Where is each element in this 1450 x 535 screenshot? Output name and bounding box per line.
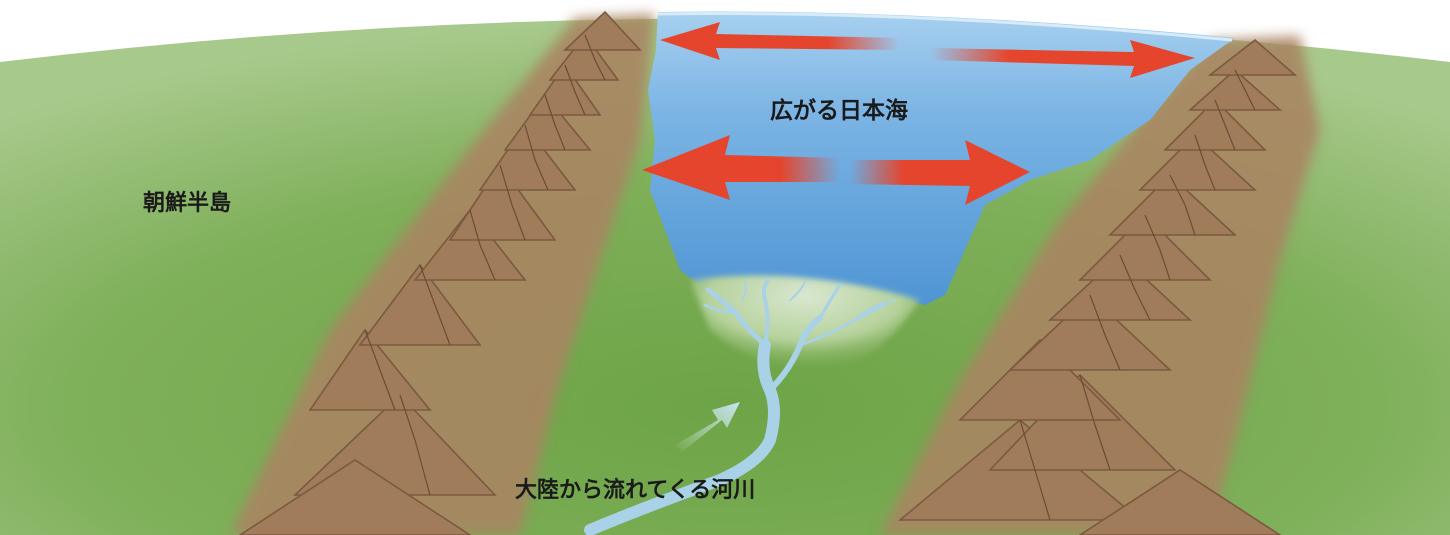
expansion-arrow-icon bbox=[660, 22, 1195, 78]
river-system bbox=[584, 278, 896, 535]
right-mountain-ridge bbox=[897, 38, 1298, 535]
delta-plain bbox=[690, 275, 920, 380]
left-mountain-ridge bbox=[238, 10, 642, 535]
korean-peninsula-label: 朝鮮半島 bbox=[143, 191, 232, 216]
expansion-arrows bbox=[642, 22, 1195, 205]
sea-expanding-label: 広がる日本海 bbox=[770, 98, 908, 124]
sea-of-japan bbox=[648, 11, 1235, 305]
left-ridge-lines bbox=[364, 34, 606, 496]
right-ridge-lines bbox=[1019, 69, 1256, 521]
expansion-arrow-icon bbox=[642, 135, 1030, 205]
river-flow-arrow-icon bbox=[675, 402, 740, 452]
river-label: 大陸から流れてくる河川 bbox=[515, 478, 756, 503]
